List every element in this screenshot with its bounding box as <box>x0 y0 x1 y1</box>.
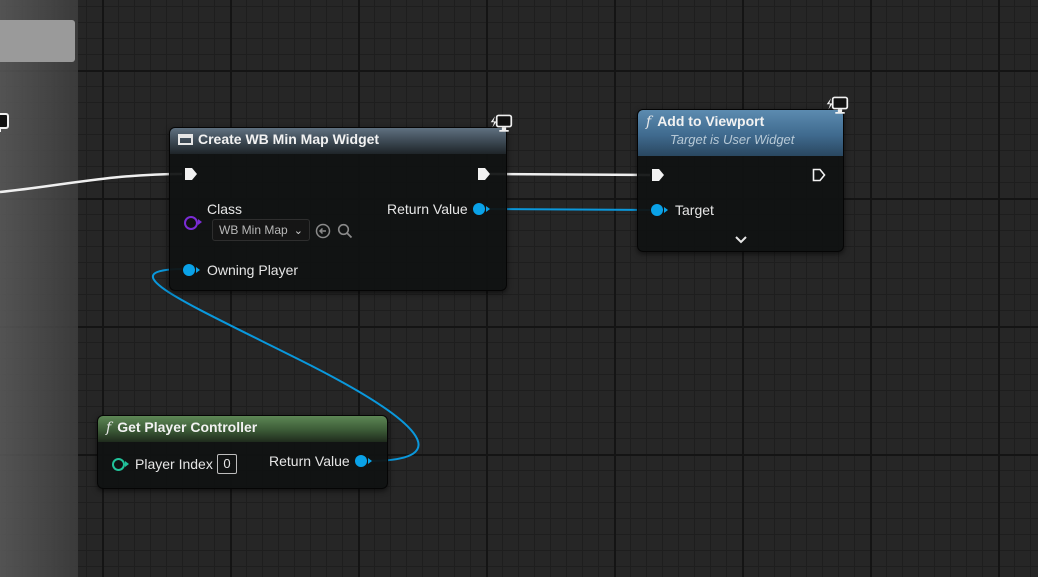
get-player-controller-header[interactable]: f Get Player Controller <box>98 416 387 442</box>
create-widget-return-pin[interactable] <box>473 203 490 215</box>
owning-player-label: Owning Player <box>207 262 299 278</box>
create-widget-header[interactable]: Create WB Min Map Widget <box>170 128 506 154</box>
class-dropdown[interactable]: WB Min Map ⌄ <box>212 219 310 241</box>
create-widget-node[interactable]: Create WB Min Map Widget <box>169 127 507 291</box>
create-widget-exec-out[interactable] <box>477 167 491 181</box>
create-widget-title: Create WB Min Map Widget <box>198 131 380 147</box>
monitor-icon <box>490 114 513 132</box>
owning-player-pin[interactable] <box>183 264 200 276</box>
get-player-controller-title: Get Player Controller <box>117 419 258 435</box>
viewport-exec-out[interactable] <box>812 168 826 182</box>
player-index-input[interactable]: 0 <box>217 454 237 474</box>
get-player-controller-return-label: Return Value <box>269 453 350 469</box>
chevron-down-icon: ⌄ <box>293 225 303 237</box>
chevron-down-icon[interactable] <box>733 235 749 245</box>
create-widget-exec-in[interactable] <box>184 167 198 181</box>
class-dropdown-value: WB Min Map <box>219 223 288 237</box>
browse-arrow-icon[interactable] <box>315 223 331 239</box>
search-icon[interactable] <box>337 223 353 239</box>
exec-wire-create-viewport <box>489 172 651 177</box>
create-widget-return-label: Return Value <box>387 201 468 217</box>
viewport-exec-in[interactable] <box>651 168 665 182</box>
widget-icon <box>178 134 193 145</box>
class-label: Class <box>207 201 243 217</box>
get-player-controller-return-pin[interactable] <box>355 455 372 467</box>
target-pin[interactable] <box>651 204 668 216</box>
class-pin[interactable] <box>184 216 202 230</box>
function-icon: f <box>106 420 112 436</box>
monitor-icon <box>0 113 9 132</box>
player-index-pin[interactable] <box>112 458 129 471</box>
add-to-viewport-title: Add to Viewport <box>657 113 765 129</box>
target-label: Target <box>675 202 714 218</box>
comment-box[interactable] <box>0 0 78 577</box>
object-wire-return-target <box>485 208 651 211</box>
add-to-viewport-subtitle: Target is User Widget <box>670 132 795 147</box>
add-to-viewport-node[interactable]: f Add to Viewport Target is User Widget <box>637 109 844 252</box>
player-index-label: Player Index <box>135 456 213 472</box>
get-player-controller-node[interactable]: f Get Player Controller <box>97 415 388 489</box>
add-to-viewport-header[interactable]: f Add to Viewport Target is User Widget <box>638 110 843 156</box>
monitor-icon <box>826 96 849 114</box>
function-icon: f <box>646 114 652 130</box>
comment-title-bar[interactable] <box>0 20 75 62</box>
